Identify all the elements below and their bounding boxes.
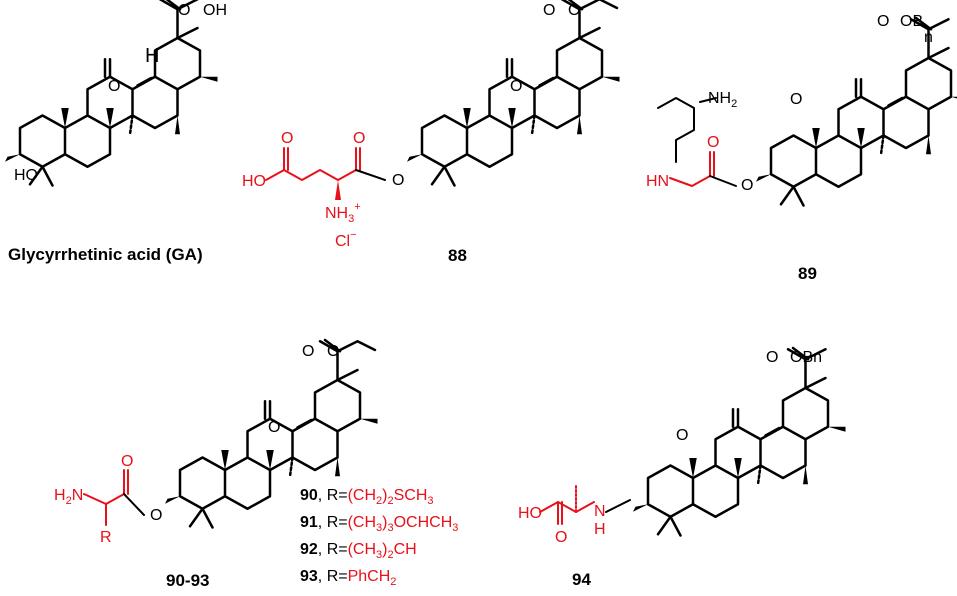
c89-ketone-o: O [790,91,802,108]
c88-ketone-o: O [510,78,522,95]
c94-ketone-o: O [676,427,688,444]
r-row-90: 90, R=(CH2)2SCH3 [300,487,434,507]
c90-ester-o2: O [327,343,339,360]
c88-ammonium: NH3+ [325,201,361,225]
c88-link-o: O [392,172,404,189]
compound-88 [407,0,621,187]
c94-ester-o: O [766,349,778,366]
c90-ketone-o: O [268,419,280,436]
c94-amine-h: H [594,521,606,538]
c89-ester-ob: OB [900,13,923,30]
c88-acid-oh: HO [242,173,266,190]
r-row-93: 93, R=PhCH2 [300,568,396,588]
r-row-92: 92, R=(CH3)2CH [300,541,417,561]
c94-amine-n: N [594,503,606,520]
c88-ester-o1: O [543,2,555,19]
c89-carbonyl-o: O [707,134,719,151]
c88-carbonyl-o1: O [281,130,293,147]
c89-label: 89 [798,264,817,283]
compound-89 [756,16,957,207]
ga-hydroxyl: HO [14,167,38,184]
compound-94 [633,346,847,537]
c89-linker-nh: HN [646,173,669,190]
c90-label: 90-93 [166,571,209,590]
r-row-91: 91, R=(CH3)3OCHCH3 [300,514,458,534]
c89-amine: NH2 [708,90,737,110]
c94-label: 94 [572,570,591,589]
c90-ester-o1: O [302,343,314,360]
ga-oxygen: O [178,2,190,19]
ga-h-atom: H [145,45,159,67]
c89-ester-n: n [924,29,933,46]
c94-acid-ho: HO [518,505,542,522]
compound-ga: H [5,0,219,187]
c88-ester-o2: O [568,2,580,19]
c94-carbonyl-o: O [555,529,567,546]
ga-ketone-o: O [108,78,120,95]
c88-label: 88 [448,246,467,265]
c90-r-group: R [100,529,112,546]
c88-chloride: Cl− [335,229,357,250]
c94-ester-obn: OBn [790,349,822,366]
ga-acid-oh: OH [203,2,227,19]
ga-label: Glycyrrhetinic acid (GA) [8,245,203,264]
c88-carbonyl-o2: O [353,130,365,147]
c90-carbonyl-o: O [121,453,133,470]
c89-link-o: O [741,177,753,194]
c90-link-o: O [150,507,162,524]
c89-ester-o: O [877,13,889,30]
c90-amine: H2N [54,487,83,507]
compound-90-93 [165,338,379,529]
